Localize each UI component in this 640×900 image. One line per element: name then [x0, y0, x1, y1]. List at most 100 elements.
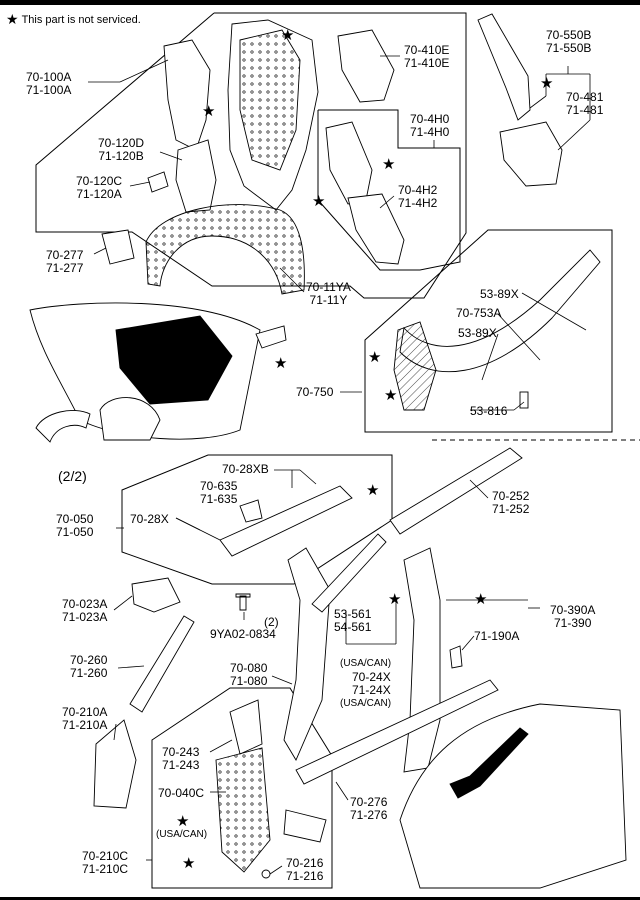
part-70-410e — [337, 29, 395, 103]
star-icon: ★ — [474, 591, 488, 608]
top-border — [0, 0, 640, 5]
label-53-89x-a: 53-89X — [480, 287, 519, 301]
part-53-816 — [519, 391, 529, 409]
part-70-277 — [101, 229, 135, 265]
label-line: 71-216 — [286, 869, 324, 883]
label-line: 71-120A — [76, 187, 122, 201]
label-bolt-qty: (2) — [264, 615, 279, 629]
part-bracket-mid — [255, 325, 287, 349]
part-c-pillar-strip — [163, 39, 211, 151]
part-70-120d — [175, 139, 217, 213]
star-icon: ★ — [382, 156, 396, 173]
label-53-816: 53-816 — [470, 404, 508, 418]
label-line: 71-550B — [546, 41, 592, 55]
part-70-481 — [499, 121, 563, 187]
label-line: 70-24X — [352, 670, 391, 684]
car-front-illustration — [399, 703, 627, 889]
car-rear-wheel — [99, 397, 161, 441]
label-70-28x: 70-28X — [130, 512, 169, 526]
label-line: 71-390 — [554, 616, 592, 630]
label-line: 71-243 — [162, 758, 200, 772]
label-usa-can-1: (USA/CAN) — [340, 658, 392, 669]
star-icon: ★ — [274, 355, 288, 372]
label-line: 70-210C — [82, 849, 129, 863]
part-70-260 — [129, 615, 195, 713]
part-70-635 — [239, 499, 263, 523]
part-70-4h2 — [347, 193, 405, 265]
label-53-89x-b: 53-89X — [458, 326, 497, 340]
label-70-28xb: 70-28XB — [222, 462, 269, 476]
label-line: 70-635 — [200, 479, 238, 493]
star-icon: ★ — [384, 387, 398, 404]
label-line: 70-550B — [546, 28, 592, 42]
part-71-190a — [449, 645, 463, 669]
part-70-276-sill — [295, 679, 499, 785]
star-icon: ★ — [368, 349, 382, 366]
label-line: 70-481 — [566, 90, 604, 104]
label-line: 70-4H0 — [410, 112, 450, 126]
label-line: 70-4H2 — [398, 183, 438, 197]
star-icon: ★ — [540, 75, 554, 92]
part-70-4h0 — [325, 121, 373, 205]
label-line: 71-050 — [56, 525, 94, 539]
label-70-750: 70-750 — [296, 385, 334, 399]
part-70-252-rail — [389, 447, 523, 535]
label-line: 70-100A — [26, 70, 72, 84]
label-line: 70-210A — [62, 705, 108, 719]
label-line: 71-635 — [200, 492, 238, 506]
part-rear-inner-panel-detail — [239, 29, 301, 171]
label-page-ref: (2/2) — [58, 468, 87, 484]
car-front-pillars — [449, 727, 529, 799]
label-line: 71-410E — [404, 56, 450, 70]
part-70-390a-pillar — [403, 547, 441, 773]
group-outline-rear-panel — [35, 12, 467, 299]
part-9ya02-bolt — [235, 593, 251, 611]
label-line: 70-023A — [62, 597, 108, 611]
part-70-550b — [477, 13, 531, 121]
star-icon: ★ — [176, 813, 190, 830]
part-70-040c — [283, 809, 327, 843]
label-70-753a: 70-753A — [456, 306, 502, 320]
label-line: 70-277 — [46, 248, 84, 262]
label-usa-can-3: (USA/CAN) — [156, 829, 208, 840]
part-70-216 — [261, 869, 271, 879]
label-line: 71-481 — [566, 103, 604, 117]
group-outline-750 — [364, 229, 613, 433]
star-icon: ★ — [6, 11, 19, 27]
star-icon: ★ — [202, 103, 216, 120]
star-icon: ★ — [312, 193, 326, 210]
label-line: 71-4H2 — [398, 196, 438, 210]
label-line: 71-277 — [46, 261, 84, 275]
label-line: 71-080 — [230, 674, 268, 688]
legend-text: This part is not serviced. — [21, 14, 141, 26]
part-70-210a — [93, 719, 137, 809]
fender-liner — [35, 410, 91, 443]
star-icon: ★ — [366, 482, 380, 499]
part-53-561-strip — [311, 533, 387, 613]
label-usa-can-2: (USA/CAN) — [340, 698, 392, 709]
label-line: 71-023A — [62, 610, 108, 624]
label-line: 71-210C — [82, 862, 129, 876]
part-70-750-end — [393, 321, 437, 411]
label-line: 71-11Y — [309, 293, 348, 307]
label-line: 71-100A — [26, 83, 72, 97]
bottom-border — [0, 897, 640, 900]
label-line: 71-4H0 — [410, 125, 450, 139]
part-70-210c-assembly — [215, 747, 271, 873]
